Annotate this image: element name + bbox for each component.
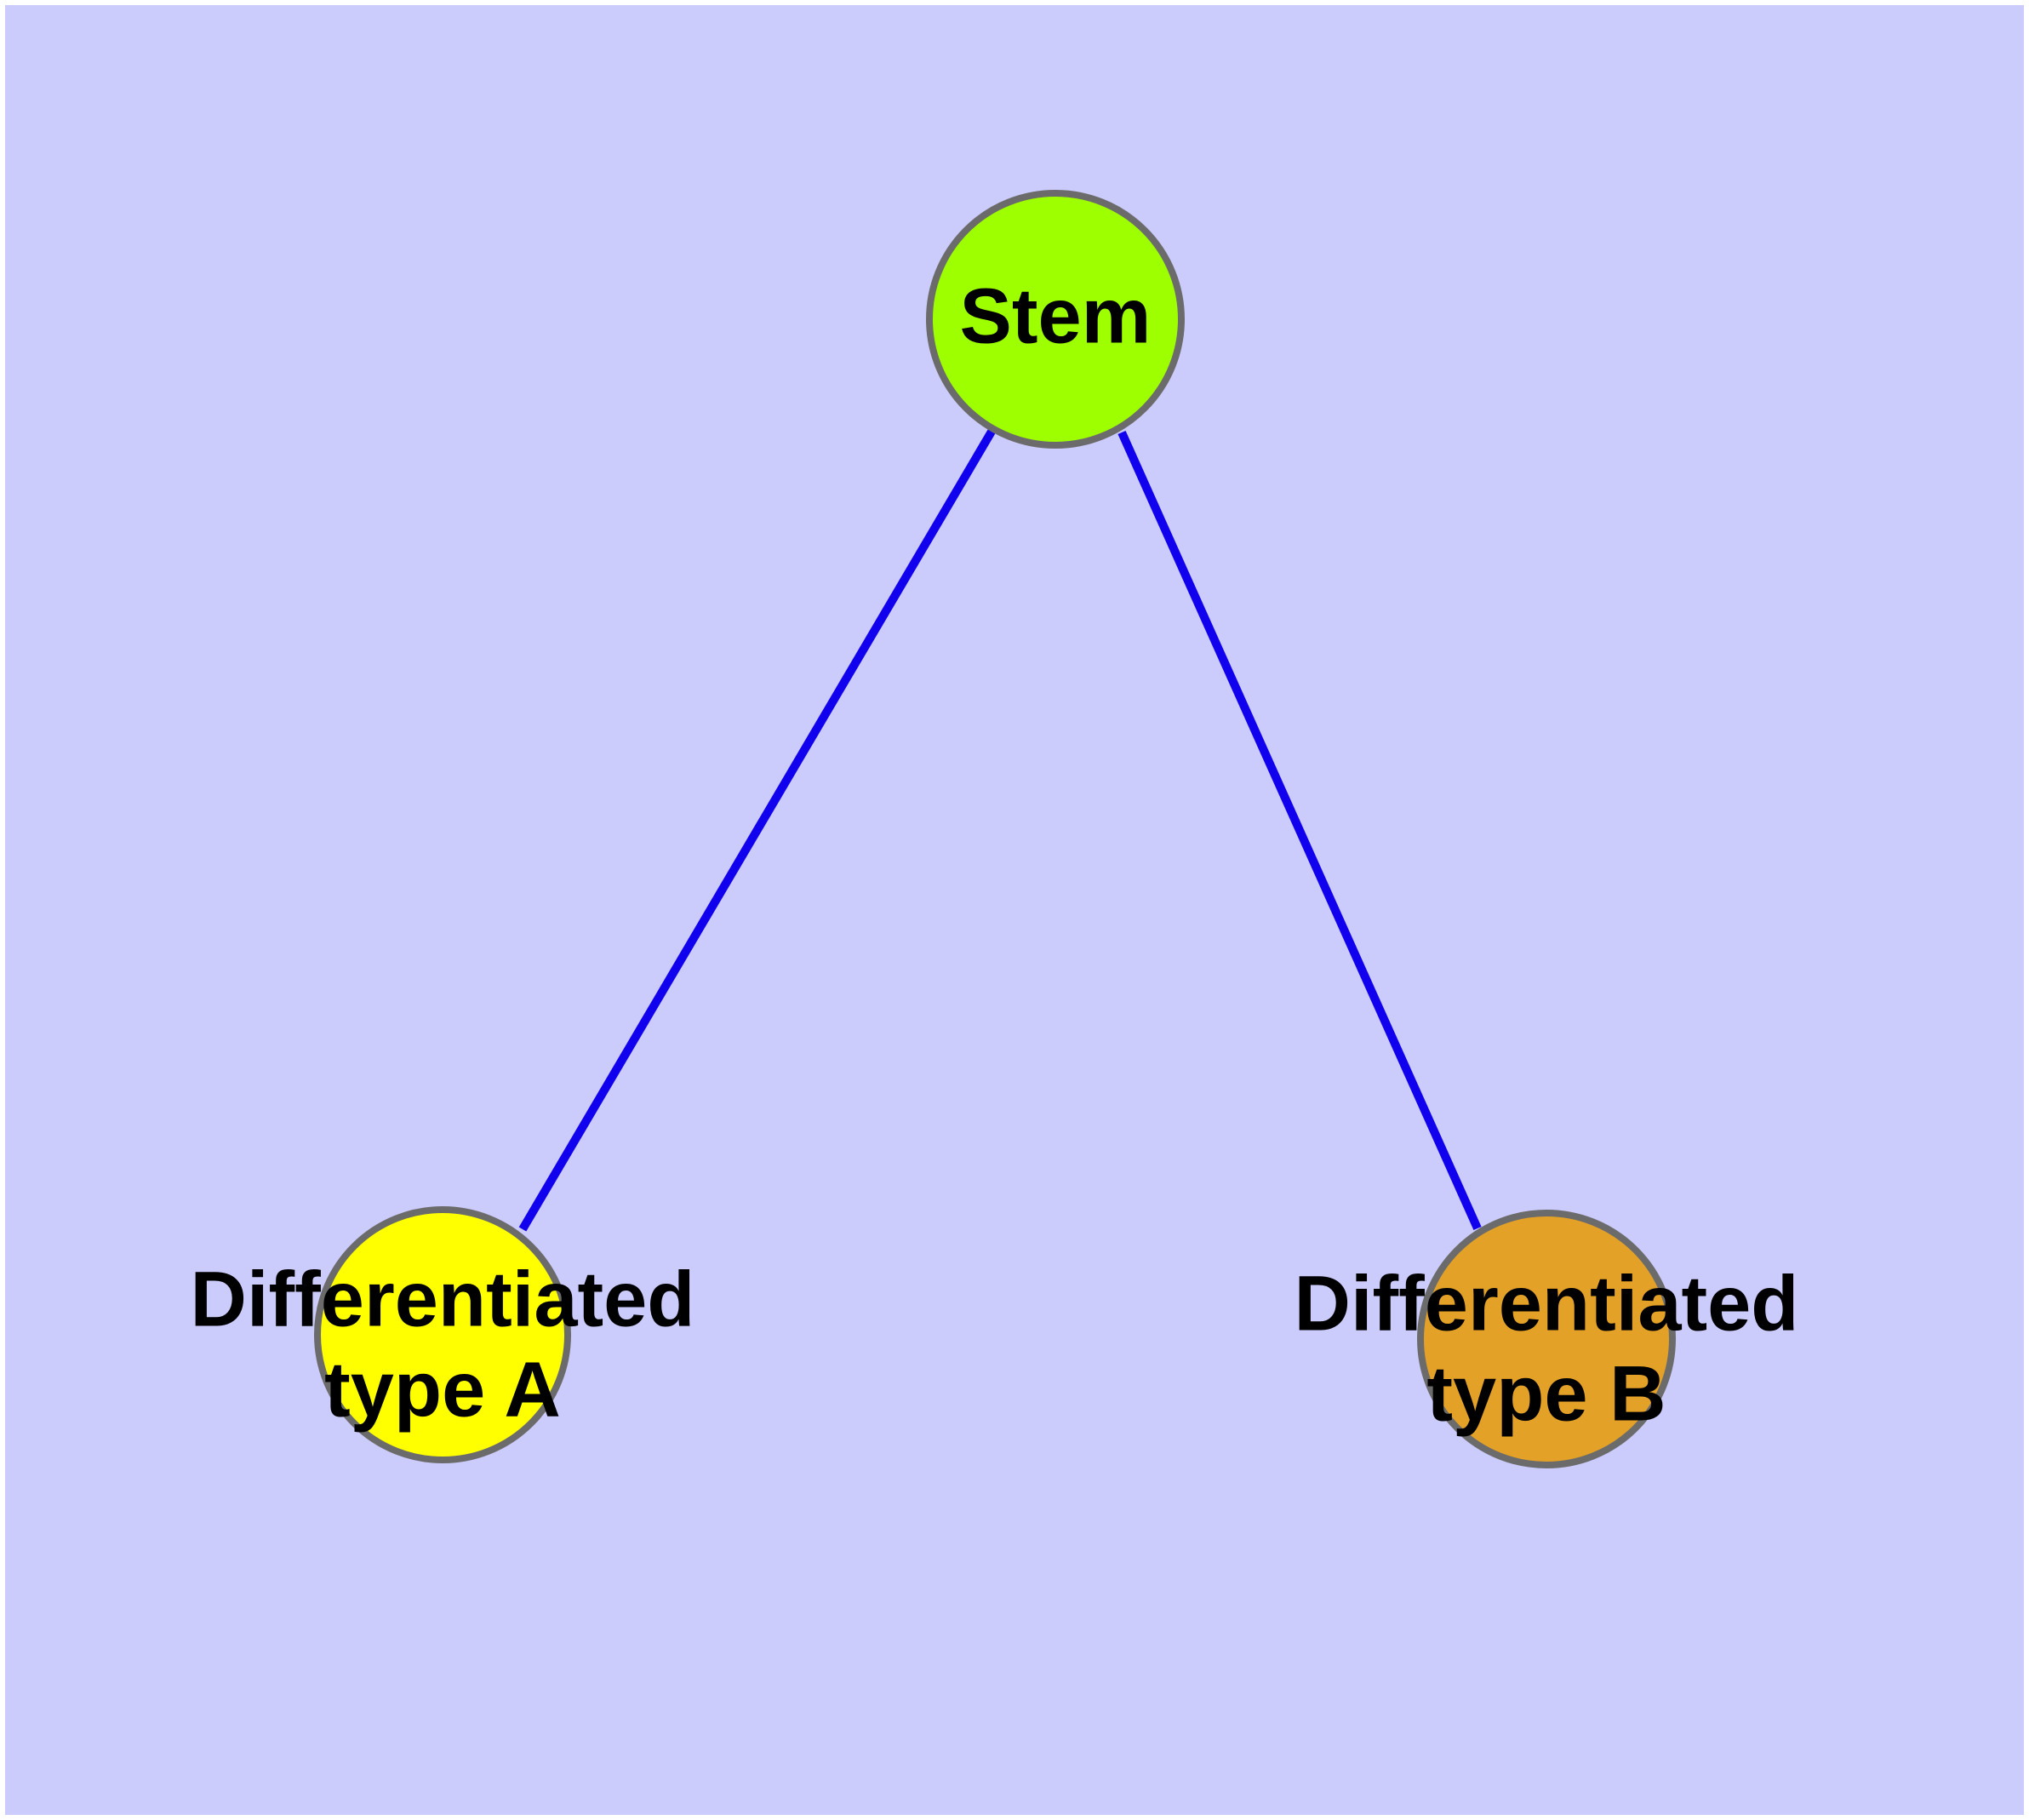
node-differentiated-type-a-label-line1: Differentiated (191, 1256, 695, 1342)
edge-layer (518, 429, 1482, 1232)
label-layer: Stem Differentiated type A Differentiate… (191, 272, 1799, 1437)
node-layer (314, 190, 1676, 1468)
edge-stem-to-differentiated-type-a[interactable] (518, 429, 996, 1232)
node-differentiated-type-b-circle[interactable] (1417, 1210, 1676, 1468)
node-stem[interactable] (926, 190, 1185, 449)
node-differentiated-type-b-label-line1: Differentiated (1295, 1260, 1799, 1347)
node-stem-label: Stem (960, 272, 1152, 359)
node-differentiated-type-a-circle[interactable] (314, 1206, 571, 1463)
node-differentiated-type-b[interactable] (1417, 1210, 1676, 1468)
node-differentiated-type-a[interactable] (314, 1206, 571, 1463)
edge-stem-to-differentiated-type-b[interactable] (1117, 430, 1482, 1231)
node-differentiated-type-b-label-line2: type B (1426, 1350, 1666, 1437)
node-differentiated-type-a-label-line2: type A (324, 1346, 561, 1433)
node-stem-circle[interactable] (926, 190, 1185, 449)
